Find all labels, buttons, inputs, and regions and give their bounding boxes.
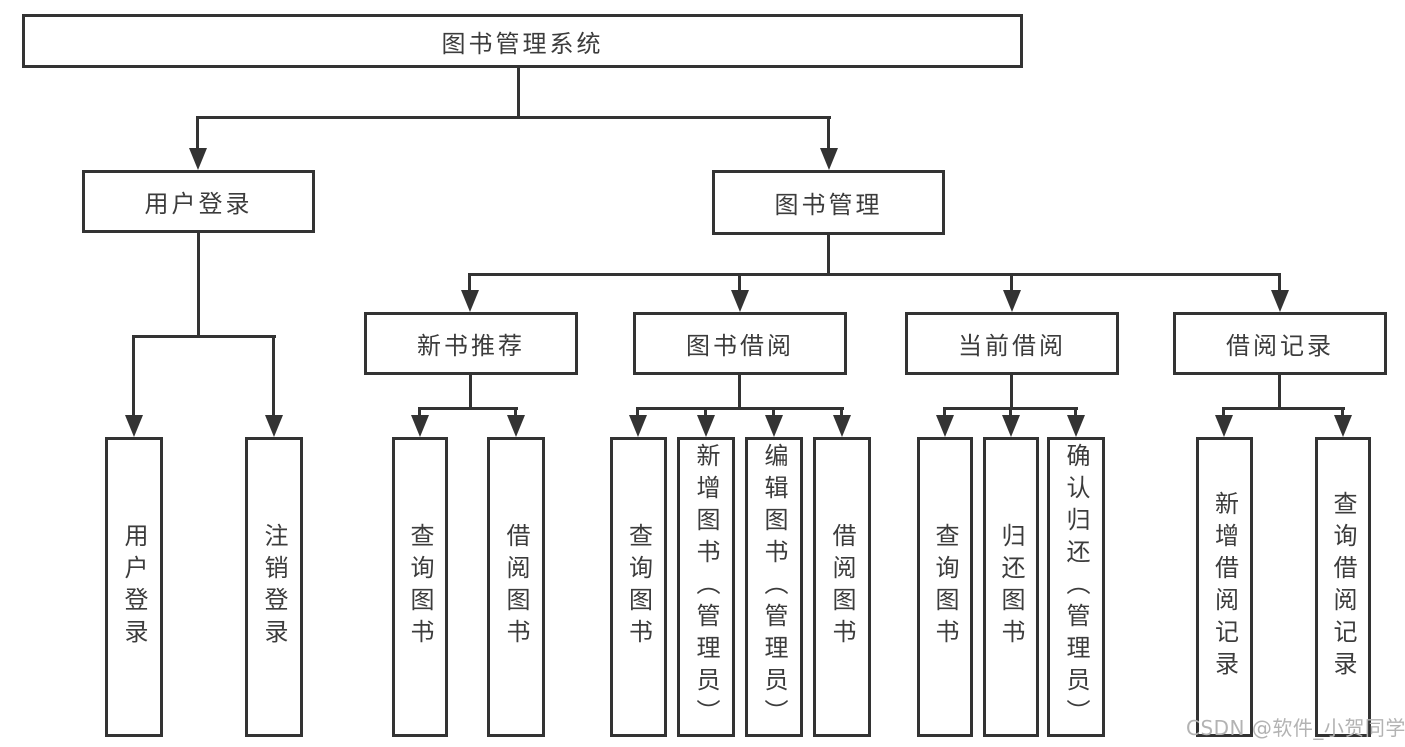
- leaf-add-book-admin: 新增图书（管理员）: [677, 437, 735, 737]
- node-label: 图书管理: [774, 191, 883, 219]
- arrow-to-leaf-edit-book: [764, 407, 783, 437]
- connector-user-login-branch: [132, 335, 276, 338]
- node-library-management-system: 图书管理系统: [22, 14, 1023, 68]
- arrow-to-leaf-user-login: [124, 335, 143, 437]
- arrow-to-leaf-borrow-books-2: [832, 407, 851, 437]
- arrow-to-leaf-query-record: [1333, 407, 1352, 437]
- leaf-borrow-borrow-books: 借阅图书: [813, 437, 871, 737]
- node-label: 新书推荐: [417, 332, 525, 360]
- leaf-label: 注销登录: [260, 523, 288, 651]
- arrow-to-leaf-confirm-return: [1066, 407, 1085, 437]
- arrow-to-borrow-records: [1270, 273, 1289, 312]
- arrow-to-leaf-query-books-1: [410, 407, 429, 437]
- leaf-label: 查询图书: [624, 523, 653, 651]
- arrow-to-new-books: [460, 273, 479, 312]
- leaf-label: 确认归还（管理员）: [1062, 443, 1090, 731]
- arrow-to-leaf-query-books-2: [628, 407, 647, 437]
- leaf-current-query-books: 查询图书: [917, 437, 973, 737]
- node-current-borrow: 当前借阅: [905, 312, 1119, 375]
- arrow-to-current-borrow: [1002, 273, 1021, 312]
- arrow-to-leaf-query-books-3: [935, 407, 954, 437]
- leaf-label: 查询借阅记录: [1329, 491, 1357, 683]
- arrow-to-leaf-add-record: [1214, 407, 1233, 437]
- leaf-label: 借阅图书: [828, 523, 856, 651]
- leaf-label: 用户登录: [120, 523, 148, 651]
- connector-book-borrow-stub: [738, 375, 741, 407]
- node-book-borrow: 图书借阅: [633, 312, 847, 375]
- node-label: 用户登录: [144, 190, 253, 218]
- node-book-management: 图书管理: [712, 170, 945, 235]
- leaf-label: 查询图书: [931, 523, 959, 651]
- leaf-label: 归还图书: [997, 523, 1025, 651]
- connector-borrow-records-stub: [1278, 375, 1281, 407]
- node-label: 图书借阅: [686, 332, 794, 360]
- leaf-label: 编辑图书（管理员）: [760, 443, 788, 731]
- leaf-user-login: 用户登录: [105, 437, 163, 737]
- leaf-confirm-return-admin: 确认归还（管理员）: [1047, 437, 1105, 737]
- leaf-label: 新增图书（管理员）: [692, 443, 720, 731]
- connector-root-stub: [517, 68, 520, 117]
- leaf-newbooks-query-books: 查询图书: [392, 437, 448, 737]
- node-label: 当前借阅: [958, 332, 1066, 360]
- node-new-book-recommend: 新书推荐: [364, 312, 578, 375]
- leaf-newbooks-borrow-books: 借阅图书: [487, 437, 545, 737]
- arrow-to-leaf-logout: [264, 335, 283, 437]
- leaf-label: 查询图书: [406, 523, 434, 651]
- leaf-add-borrow-record: 新增借阅记录: [1196, 437, 1253, 737]
- connector-book-borrow-branch: [636, 407, 844, 410]
- leaf-logout: 注销登录: [245, 437, 303, 737]
- connector-user-login-stub: [197, 233, 200, 336]
- leaf-borrow-query-books: 查询图书: [610, 437, 667, 737]
- arrow-to-book-management: [819, 116, 838, 170]
- connector-new-books-stub: [469, 375, 472, 407]
- connector-current-borrow-stub: [1010, 375, 1013, 407]
- leaf-edit-book-admin: 编辑图书（管理员）: [745, 437, 803, 737]
- connector-new-books-branch: [418, 407, 518, 410]
- arrow-to-book-borrow: [730, 273, 749, 312]
- connector-book-mgmt-branch: [468, 273, 1281, 276]
- arrow-to-leaf-borrow-books-1: [506, 407, 525, 437]
- node-label: 借阅记录: [1226, 332, 1334, 360]
- arrow-to-leaf-add-book: [696, 407, 715, 437]
- leaf-return-book: 归还图书: [983, 437, 1039, 737]
- arrow-to-leaf-return-book: [1001, 407, 1020, 437]
- leaf-query-borrow-record: 查询借阅记录: [1315, 437, 1371, 737]
- arrow-to-user-login: [188, 116, 207, 170]
- leaf-label: 新增借阅记录: [1210, 491, 1239, 683]
- node-borrow-records: 借阅记录: [1173, 312, 1387, 375]
- connector-book-mgmt-stub: [827, 235, 830, 273]
- connector-borrow-records-branch: [1222, 407, 1345, 410]
- leaf-label: 借阅图书: [502, 523, 530, 651]
- node-label: 图书管理系统: [441, 29, 604, 58]
- connector-root-branch: [197, 116, 831, 119]
- node-user-login: 用户登录: [82, 170, 315, 233]
